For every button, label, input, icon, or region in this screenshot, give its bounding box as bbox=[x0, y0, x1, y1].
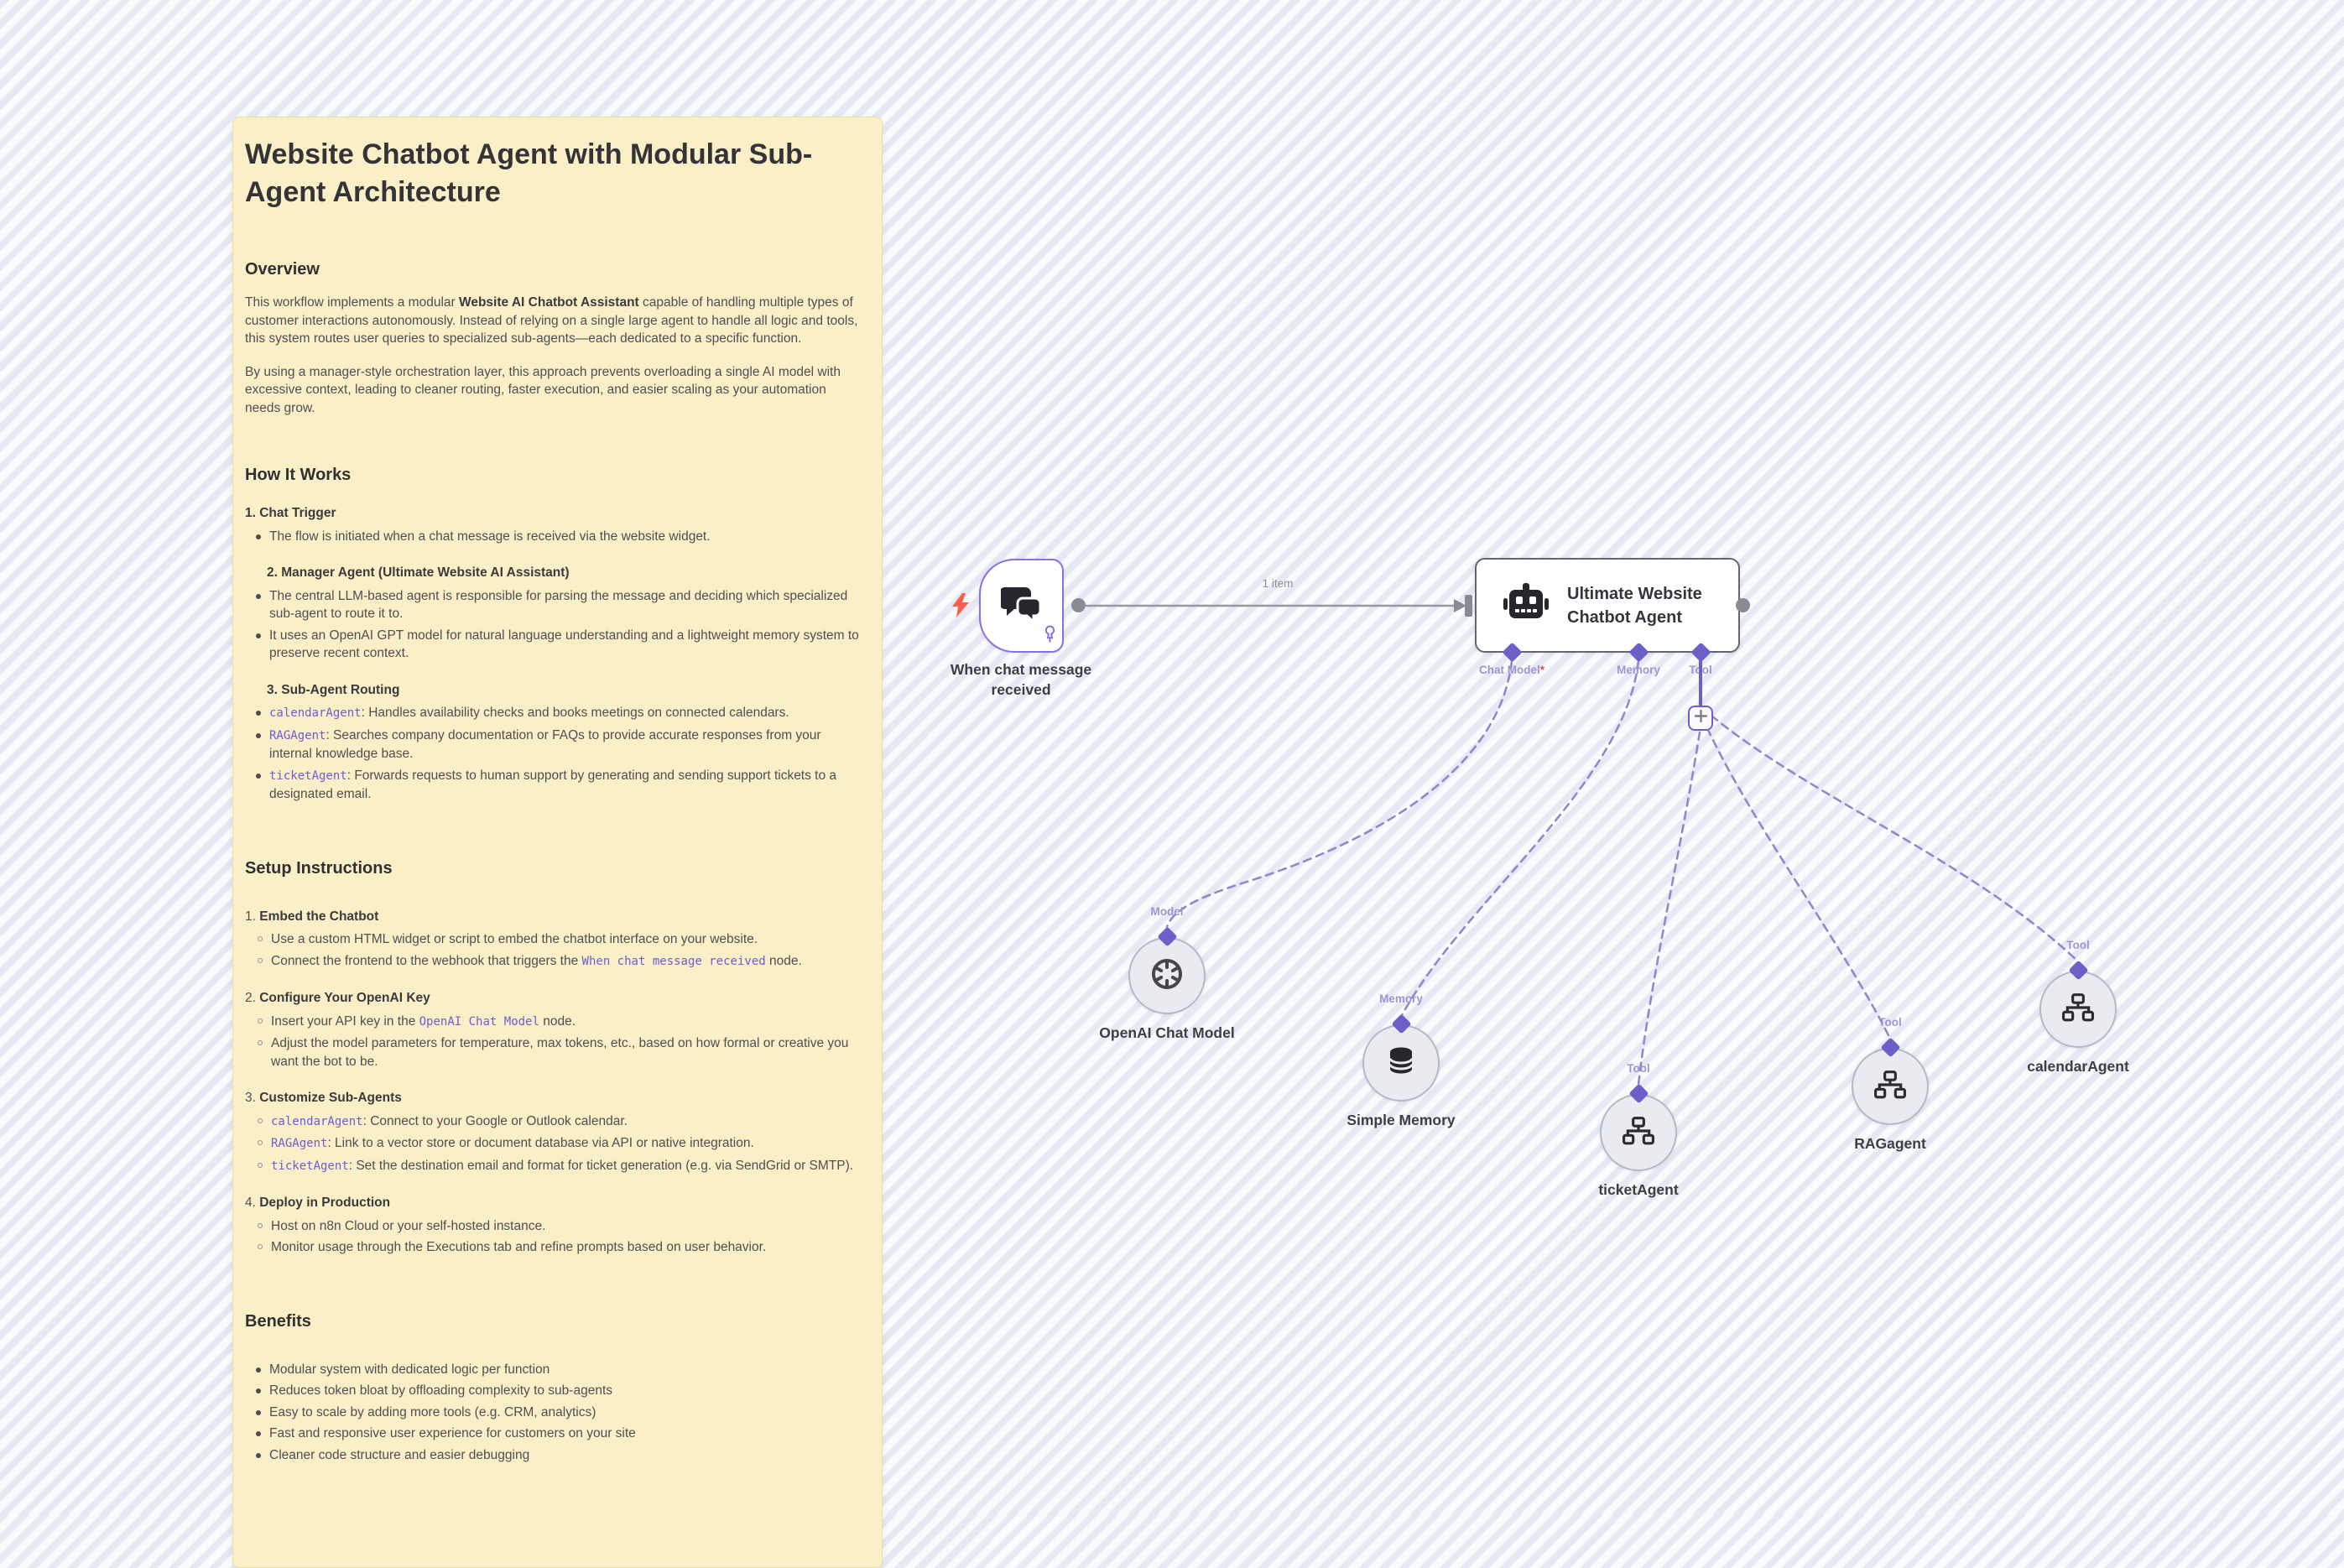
sticky-b1: Reduces token bloat by offloading comple… bbox=[245, 1382, 863, 1400]
trigger-node-label: When chat message received bbox=[950, 661, 1092, 698]
port-label-memory: Memory bbox=[1379, 992, 1423, 1005]
subnode-label: OpenAI Chat Model bbox=[1099, 1024, 1235, 1041]
subnode-calendaragent[interactable]: Tool calendarAgent bbox=[2027, 939, 2129, 1075]
ticketagent-node-circle[interactable] bbox=[1600, 1094, 1677, 1171]
sticky-b2: calendarAgent: Connect to your Google or… bbox=[245, 1112, 863, 1132]
sticky-b2: Connect the frontend to the webhook that… bbox=[245, 952, 863, 972]
add-tool-button[interactable] bbox=[1688, 706, 1713, 731]
wire-tool-ragagent bbox=[1706, 727, 1892, 1040]
required-marker: * bbox=[1539, 664, 1544, 676]
sticky-h2: Setup Instructions bbox=[245, 858, 393, 878]
agent-port-label-memory: Memory bbox=[1617, 664, 1660, 676]
sticky-b2: ticketAgent: Set the destination email a… bbox=[245, 1157, 863, 1176]
wire-chat-model bbox=[1165, 659, 1513, 929]
sticky-title: Website Chatbot Agent with Modular Sub-A… bbox=[245, 138, 813, 208]
agent-port-label-chat-model: Chat Model* bbox=[1478, 664, 1544, 676]
sticky-b1: It uses an OpenAI GPT model for natural … bbox=[245, 627, 863, 663]
wire-tool-calendaragent bbox=[1710, 714, 2080, 963]
sticky-b2: Monitor usage through the Executions tab… bbox=[245, 1238, 863, 1257]
openai-logo-icon bbox=[1148, 955, 1186, 998]
sticky-line: 1. Chat Trigger bbox=[245, 506, 336, 520]
wire-tool-ticketagent bbox=[1637, 731, 1701, 1086]
subnode-ticketagent[interactable]: Tool ticketAgent bbox=[1598, 1062, 1678, 1198]
sticky-b1: ticketAgent: Forwards requests to human … bbox=[245, 767, 863, 804]
subnode-label: RAGagent bbox=[1854, 1135, 1926, 1152]
sticky-h2: Benefits bbox=[245, 1311, 311, 1331]
chat-bubbles-icon bbox=[998, 586, 1043, 627]
agent-node-ultimate-website-chatbot[interactable]: Ultimate Website Chatbot Agent bbox=[1475, 558, 1740, 653]
robot-icon bbox=[1502, 583, 1550, 628]
sticky-line: 4. Deploy in Production bbox=[245, 1196, 391, 1210]
sticky-b1: Modular system with dedicated logic per … bbox=[245, 1361, 863, 1379]
plus-icon bbox=[1694, 709, 1707, 727]
wire-memory bbox=[1400, 659, 1640, 1017]
sitemap-icon bbox=[2062, 992, 2094, 1027]
sitemap-icon bbox=[1623, 1116, 1654, 1150]
sticky-p: By using a manager-style orchestration l… bbox=[245, 364, 841, 415]
sticky-h2: How It Works bbox=[245, 466, 352, 484]
sticky-b1: The central LLM-based agent is responsib… bbox=[245, 587, 863, 623]
agent-node-title: Ultimate Website Chatbot Agent bbox=[1567, 584, 1702, 627]
ragagent-node-circle[interactable] bbox=[1852, 1048, 1929, 1125]
sticky-h2: Overview bbox=[245, 260, 320, 279]
sticky-b1: Cleaner code structure and easier debugg… bbox=[245, 1446, 863, 1465]
port-label-tool: Tool bbox=[1627, 1062, 1650, 1075]
subnode-simple-memory[interactable]: Memory Simple Memory bbox=[1346, 992, 1455, 1128]
agent-output-port[interactable] bbox=[1736, 598, 1750, 612]
database-icon bbox=[1384, 1044, 1418, 1082]
sticky-b2: Adjust the model parameters for temperat… bbox=[245, 1034, 863, 1071]
port-label-model: Model bbox=[1150, 905, 1184, 918]
sticky-p: This workflow implements a modular Websi… bbox=[245, 295, 858, 346]
memory-node-circle[interactable] bbox=[1362, 1024, 1440, 1102]
subnode-openai-chat-model[interactable]: Model OpenAI Chat Model bbox=[1099, 905, 1234, 1041]
sticky-line: 2. Configure Your OpenAI Key bbox=[245, 991, 430, 1005]
sticky-line: 1. Embed the Chatbot bbox=[245, 909, 379, 924]
tool-port-stem bbox=[1699, 659, 1702, 706]
sticky-line: 3. Sub-Agent Routing bbox=[267, 682, 400, 697]
connection-items-label: 1 item bbox=[1262, 577, 1294, 590]
sticky-b2: Insert your API key in the OpenAI Chat M… bbox=[245, 1013, 863, 1032]
sticky-b2: RAGAgent: Link to a vector store or docu… bbox=[245, 1134, 863, 1154]
pin-icon bbox=[1044, 625, 1056, 647]
sticky-b1: Fast and responsive user experience for … bbox=[245, 1425, 863, 1443]
subnode-label: ticketAgent bbox=[1598, 1181, 1679, 1198]
sticky-b2: Use a custom HTML widget or script to em… bbox=[245, 930, 863, 949]
sitemap-icon bbox=[1874, 1070, 1906, 1104]
calendaragent-node-circle[interactable] bbox=[2039, 971, 2117, 1048]
lightning-bolt-icon bbox=[951, 593, 970, 623]
subnode-ragagent[interactable]: Tool RAGagent bbox=[1852, 1016, 1929, 1152]
sticky-line: 2. Manager Agent (Ultimate Website AI As… bbox=[267, 565, 570, 580]
subnode-label: calendarAgent bbox=[2027, 1058, 2129, 1075]
sticky-b1: calendarAgent: Handles availability chec… bbox=[245, 704, 863, 723]
agent-input-port[interactable] bbox=[1465, 595, 1472, 617]
trigger-node-when-chat-message-received[interactable] bbox=[979, 559, 1064, 653]
sticky-b1: The flow is initiated when a chat messag… bbox=[245, 528, 863, 546]
sticky-b1: RAGAgent: Searches company documentation… bbox=[245, 727, 863, 763]
subnode-label: Simple Memory bbox=[1346, 1112, 1456, 1128]
trigger-output-port[interactable] bbox=[1071, 598, 1086, 612]
sticky-line: 3. Customize Sub-Agents bbox=[245, 1091, 402, 1105]
sticky-b1: Easy to scale by adding more tools (e.g.… bbox=[245, 1404, 863, 1422]
sticky-note[interactable]: Website Chatbot Agent with Modular Sub-A… bbox=[232, 117, 883, 1568]
port-label-tool: Tool bbox=[2066, 939, 2090, 951]
openai-node-circle[interactable] bbox=[1128, 937, 1206, 1014]
sticky-b2: Host on n8n Cloud or your self-hosted in… bbox=[245, 1217, 863, 1236]
port-label-tool: Tool bbox=[1878, 1016, 1902, 1029]
